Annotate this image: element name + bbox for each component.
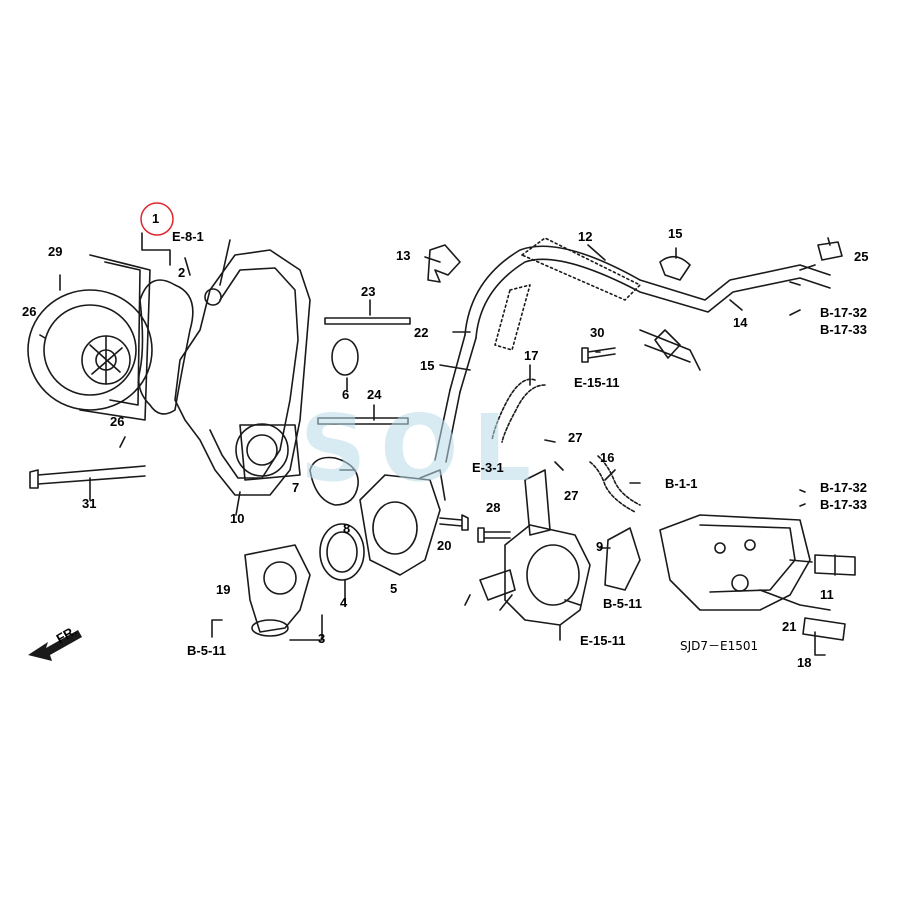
gasket-9: [604, 527, 641, 591]
part-label-20: 20: [437, 538, 452, 553]
bolt-28: [477, 527, 511, 543]
watermark: SOL: [300, 395, 546, 502]
part-label-16: 16: [600, 450, 615, 465]
part-label-19: 19: [216, 582, 231, 597]
part-label-1: 1: [152, 211, 160, 226]
part-label-13: 13: [396, 248, 411, 263]
water-pipe: [434, 237, 831, 463]
part-label-24: 24: [367, 387, 382, 402]
part-label-23: 23: [361, 284, 376, 299]
part-label-4: 4: [340, 595, 348, 610]
part-label-3: 3: [318, 631, 326, 646]
clamp-15: [659, 255, 691, 281]
diagram-code: SJD7－E1501: [680, 639, 759, 653]
part-label-26a: 26: [22, 304, 37, 319]
part-label-30: 30: [590, 325, 605, 340]
ref-b-1-1: B-1-1: [665, 476, 698, 491]
ref-b-17-32a: B-17-32: [820, 305, 867, 320]
stud-24: [317, 417, 409, 425]
part-label-10: 10: [230, 511, 245, 526]
part-label-27a: 27: [568, 430, 583, 445]
ref-e-3-1: E-3-1: [472, 460, 504, 475]
part-label-18: 18: [797, 655, 812, 670]
hose-16: [589, 455, 641, 513]
gasket-7: [309, 456, 359, 506]
part-label-17: 17: [524, 348, 539, 363]
part-label-21: 21: [782, 619, 797, 634]
part-label-25: 25: [854, 249, 869, 264]
sensor-25: [817, 237, 843, 261]
highlight-circle: [140, 202, 174, 236]
ref-e-15-11a: E-15-11: [574, 375, 620, 390]
ref-b-5-11a: B-5-11: [603, 596, 643, 611]
ref-e-8-1: E-8-1: [172, 229, 204, 244]
part-label-26b: 26: [110, 414, 125, 429]
part-label-12: 12: [578, 229, 593, 244]
part-label-22: 22: [414, 325, 429, 340]
o-ring-6: [331, 338, 359, 376]
ref-b-17-32b: B-17-32: [820, 480, 867, 495]
part-label-11: 11: [820, 587, 834, 602]
bolt-30: [581, 347, 616, 363]
part-label-28: 28: [486, 500, 501, 515]
thermostat-seal: [319, 523, 365, 581]
bolt-20: [439, 514, 469, 531]
part-label-7: 7: [292, 480, 300, 495]
part-label-5: 5: [390, 581, 398, 596]
water-outlet: [359, 469, 446, 576]
water-passage: [479, 469, 591, 626]
stud-23: [324, 317, 411, 325]
bolt-31: [29, 465, 146, 489]
engine-block: [659, 514, 811, 611]
pump-gasket: [137, 279, 194, 415]
part-label-31: 31: [82, 496, 97, 511]
part-label-15a: 15: [668, 226, 683, 241]
part-label-27b: 27: [564, 488, 579, 503]
part-label-8: 8: [343, 521, 351, 536]
part-label-15b: 15: [420, 358, 435, 373]
hose-17: [491, 378, 546, 443]
ref-b-17-33a: B-17-33: [820, 322, 867, 337]
part-label-29: 29: [48, 244, 63, 259]
sensor-18: [802, 617, 846, 641]
part-label-6: 6: [342, 387, 350, 402]
clamp-13: [427, 244, 461, 283]
front-arrow: [28, 630, 82, 661]
ref-e-15-11b: E-15-11: [580, 633, 626, 648]
part-label-2: 2: [178, 265, 186, 280]
water-pump: [27, 254, 153, 421]
ref-b-5-11b: B-5-11: [187, 643, 227, 658]
sensor-11: [814, 554, 856, 576]
thermostat-housing: [244, 544, 311, 637]
part-label-9: 9: [596, 539, 604, 554]
timing-cover: [174, 249, 311, 496]
part-label-14: 14: [733, 315, 748, 330]
ref-b-17-33b: B-17-33: [820, 497, 867, 512]
